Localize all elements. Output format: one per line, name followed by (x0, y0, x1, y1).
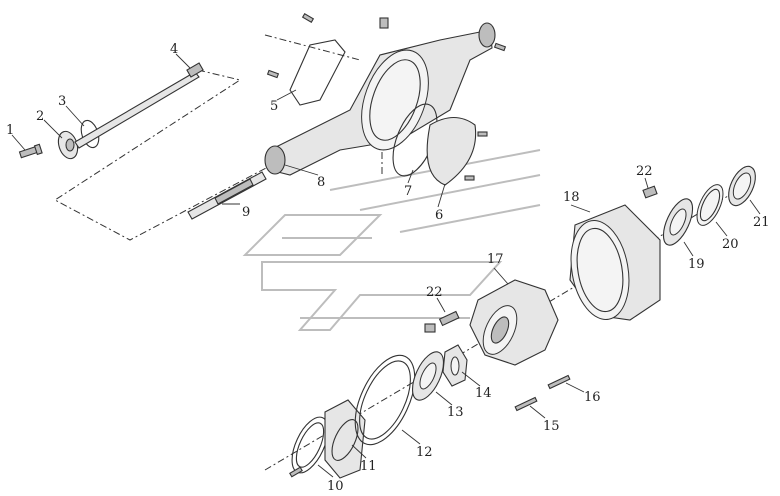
label-3: 3 (58, 94, 66, 109)
screw-top-left (301, 13, 315, 23)
half-shaft-4 (74, 71, 200, 149)
label-22-upper: 22 (636, 164, 653, 179)
label-11: 11 (360, 459, 377, 474)
stud-16 (547, 374, 571, 390)
label-16: 16 (584, 390, 601, 405)
half-shaft-group (18, 62, 301, 241)
label-8: 8 (317, 175, 325, 190)
gasket-5 (289, 39, 346, 106)
label-7: 7 (404, 184, 412, 199)
label-4: 4 (170, 42, 178, 57)
label-13: 13 (447, 405, 464, 420)
label-12: 12 (416, 445, 433, 460)
rear-cover-6 (426, 116, 477, 186)
label-20: 20 (722, 237, 739, 252)
label-10: 10 (327, 479, 344, 494)
housing-end-right (478, 22, 496, 48)
assembly-line-shaft (54, 69, 301, 241)
label-9: 9 (242, 205, 250, 220)
label-22-lower: 22 (426, 285, 443, 300)
housing-bowl-opening (361, 49, 429, 151)
label-2: 2 (36, 109, 44, 124)
label-6: 6 (435, 208, 443, 223)
stud-22-lower (438, 310, 460, 327)
label-15: 15 (543, 419, 560, 434)
ring-20 (696, 184, 724, 226)
leader-lines (11, 53, 761, 478)
housing-end-left (264, 145, 286, 175)
axle-housing-group (264, 13, 507, 186)
bolt-10 (289, 466, 303, 478)
label-18: 18 (563, 190, 580, 205)
label-21: 21 (753, 215, 770, 230)
hub-drum-group (264, 165, 756, 479)
label-5: 5 (270, 99, 278, 114)
stud-22-upper (642, 185, 658, 199)
callout-labels: 1 2 3 4 5 6 7 8 9 10 11 12 13 14 15 16 1… (6, 42, 770, 494)
screw-right (493, 42, 507, 52)
seal-ring-12 (354, 354, 416, 446)
label-14: 14 (475, 386, 492, 401)
stud-15 (514, 396, 538, 412)
screw-left (266, 69, 280, 79)
label-1: 1 (6, 123, 14, 138)
label-17: 17 (487, 252, 504, 267)
label-19: 19 (688, 257, 705, 272)
